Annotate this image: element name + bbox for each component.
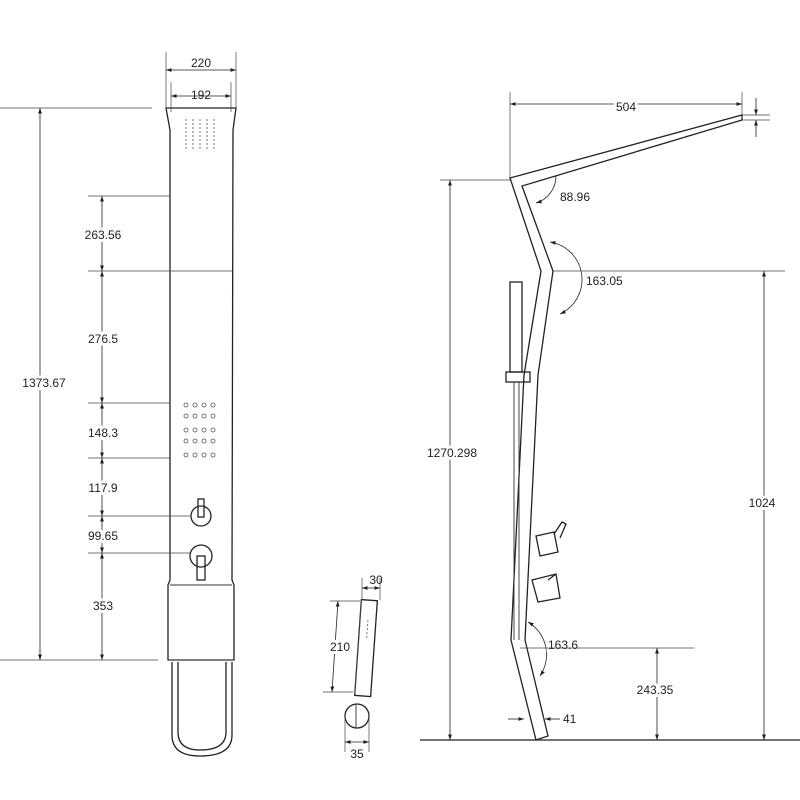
hand-shower-nozzles — [366, 620, 369, 641]
segment-label-3: 148.3 — [88, 426, 118, 440]
top-angle-label: 88.96 — [560, 190, 590, 204]
mixer-knob — [189, 544, 213, 581]
front-view: 220 192 1373.67 263.56 — [0, 52, 237, 757]
hand-shower-dims — [323, 578, 381, 752]
side-bend-height-label: 1024 — [749, 496, 776, 510]
side-total-height-label: 1270.298 — [427, 446, 477, 460]
side-view: 504 88.96 163.05 163.6 1270.298 1024 243… — [420, 92, 800, 741]
side-base-offset-label: 41 — [563, 712, 577, 726]
side-mixer-knob — [531, 573, 561, 603]
front-width-outer-label: 220 — [191, 56, 211, 70]
bend-angle-label: 163.05 — [586, 274, 623, 288]
hand-shower-length-label: 210 — [330, 640, 350, 654]
hose-loop-outer — [171, 662, 233, 757]
front-total-height-dim — [0, 107, 158, 661]
side-top-depth-dim — [509, 92, 770, 178]
side-top-depth-label: 504 — [616, 100, 636, 114]
side-lower-height-dim — [520, 647, 694, 740]
side-holder-bracket — [505, 371, 531, 383]
segment-label-6: 353 — [93, 599, 113, 613]
hand-shower-width-top-label: 30 — [369, 573, 383, 587]
side-total-height-dim — [440, 179, 510, 740]
front-segment-extensions — [88, 195, 232, 554]
front-total-height-label: 1373.67 — [22, 376, 66, 390]
side-lower-height-label: 243.35 — [637, 683, 674, 697]
front-panel-outline — [165, 107, 237, 661]
bend-angle-arc — [549, 240, 583, 315]
hand-shower-view: 30 210 35 — [323, 573, 383, 761]
front-width-inner-label: 192 — [191, 88, 211, 102]
top-angle-arc — [535, 175, 557, 204]
segment-label-2: 276.5 — [88, 332, 118, 346]
body-jets-grid — [183, 402, 216, 458]
diverter-knob — [190, 498, 212, 527]
side-hand-shower — [509, 281, 523, 373]
front-top-dimensions — [165, 52, 237, 112]
side-panel-outline — [509, 114, 743, 741]
side-diverter-knob — [535, 521, 567, 557]
lower-angle-label: 163.6 — [548, 638, 578, 652]
rain-shower-dots — [185, 119, 215, 150]
segment-label-1: 263.56 — [85, 228, 122, 242]
hand-shower-head — [344, 703, 370, 729]
segment-label-4: 117.9 — [88, 481, 117, 495]
hand-shower-width-bottom-label: 35 — [350, 747, 364, 761]
hose-loop-inner — [177, 662, 227, 751]
segment-label-5: 99.65 — [88, 529, 118, 543]
side-bend-height-dim — [553, 270, 785, 740]
lower-angle-arc — [527, 621, 547, 677]
